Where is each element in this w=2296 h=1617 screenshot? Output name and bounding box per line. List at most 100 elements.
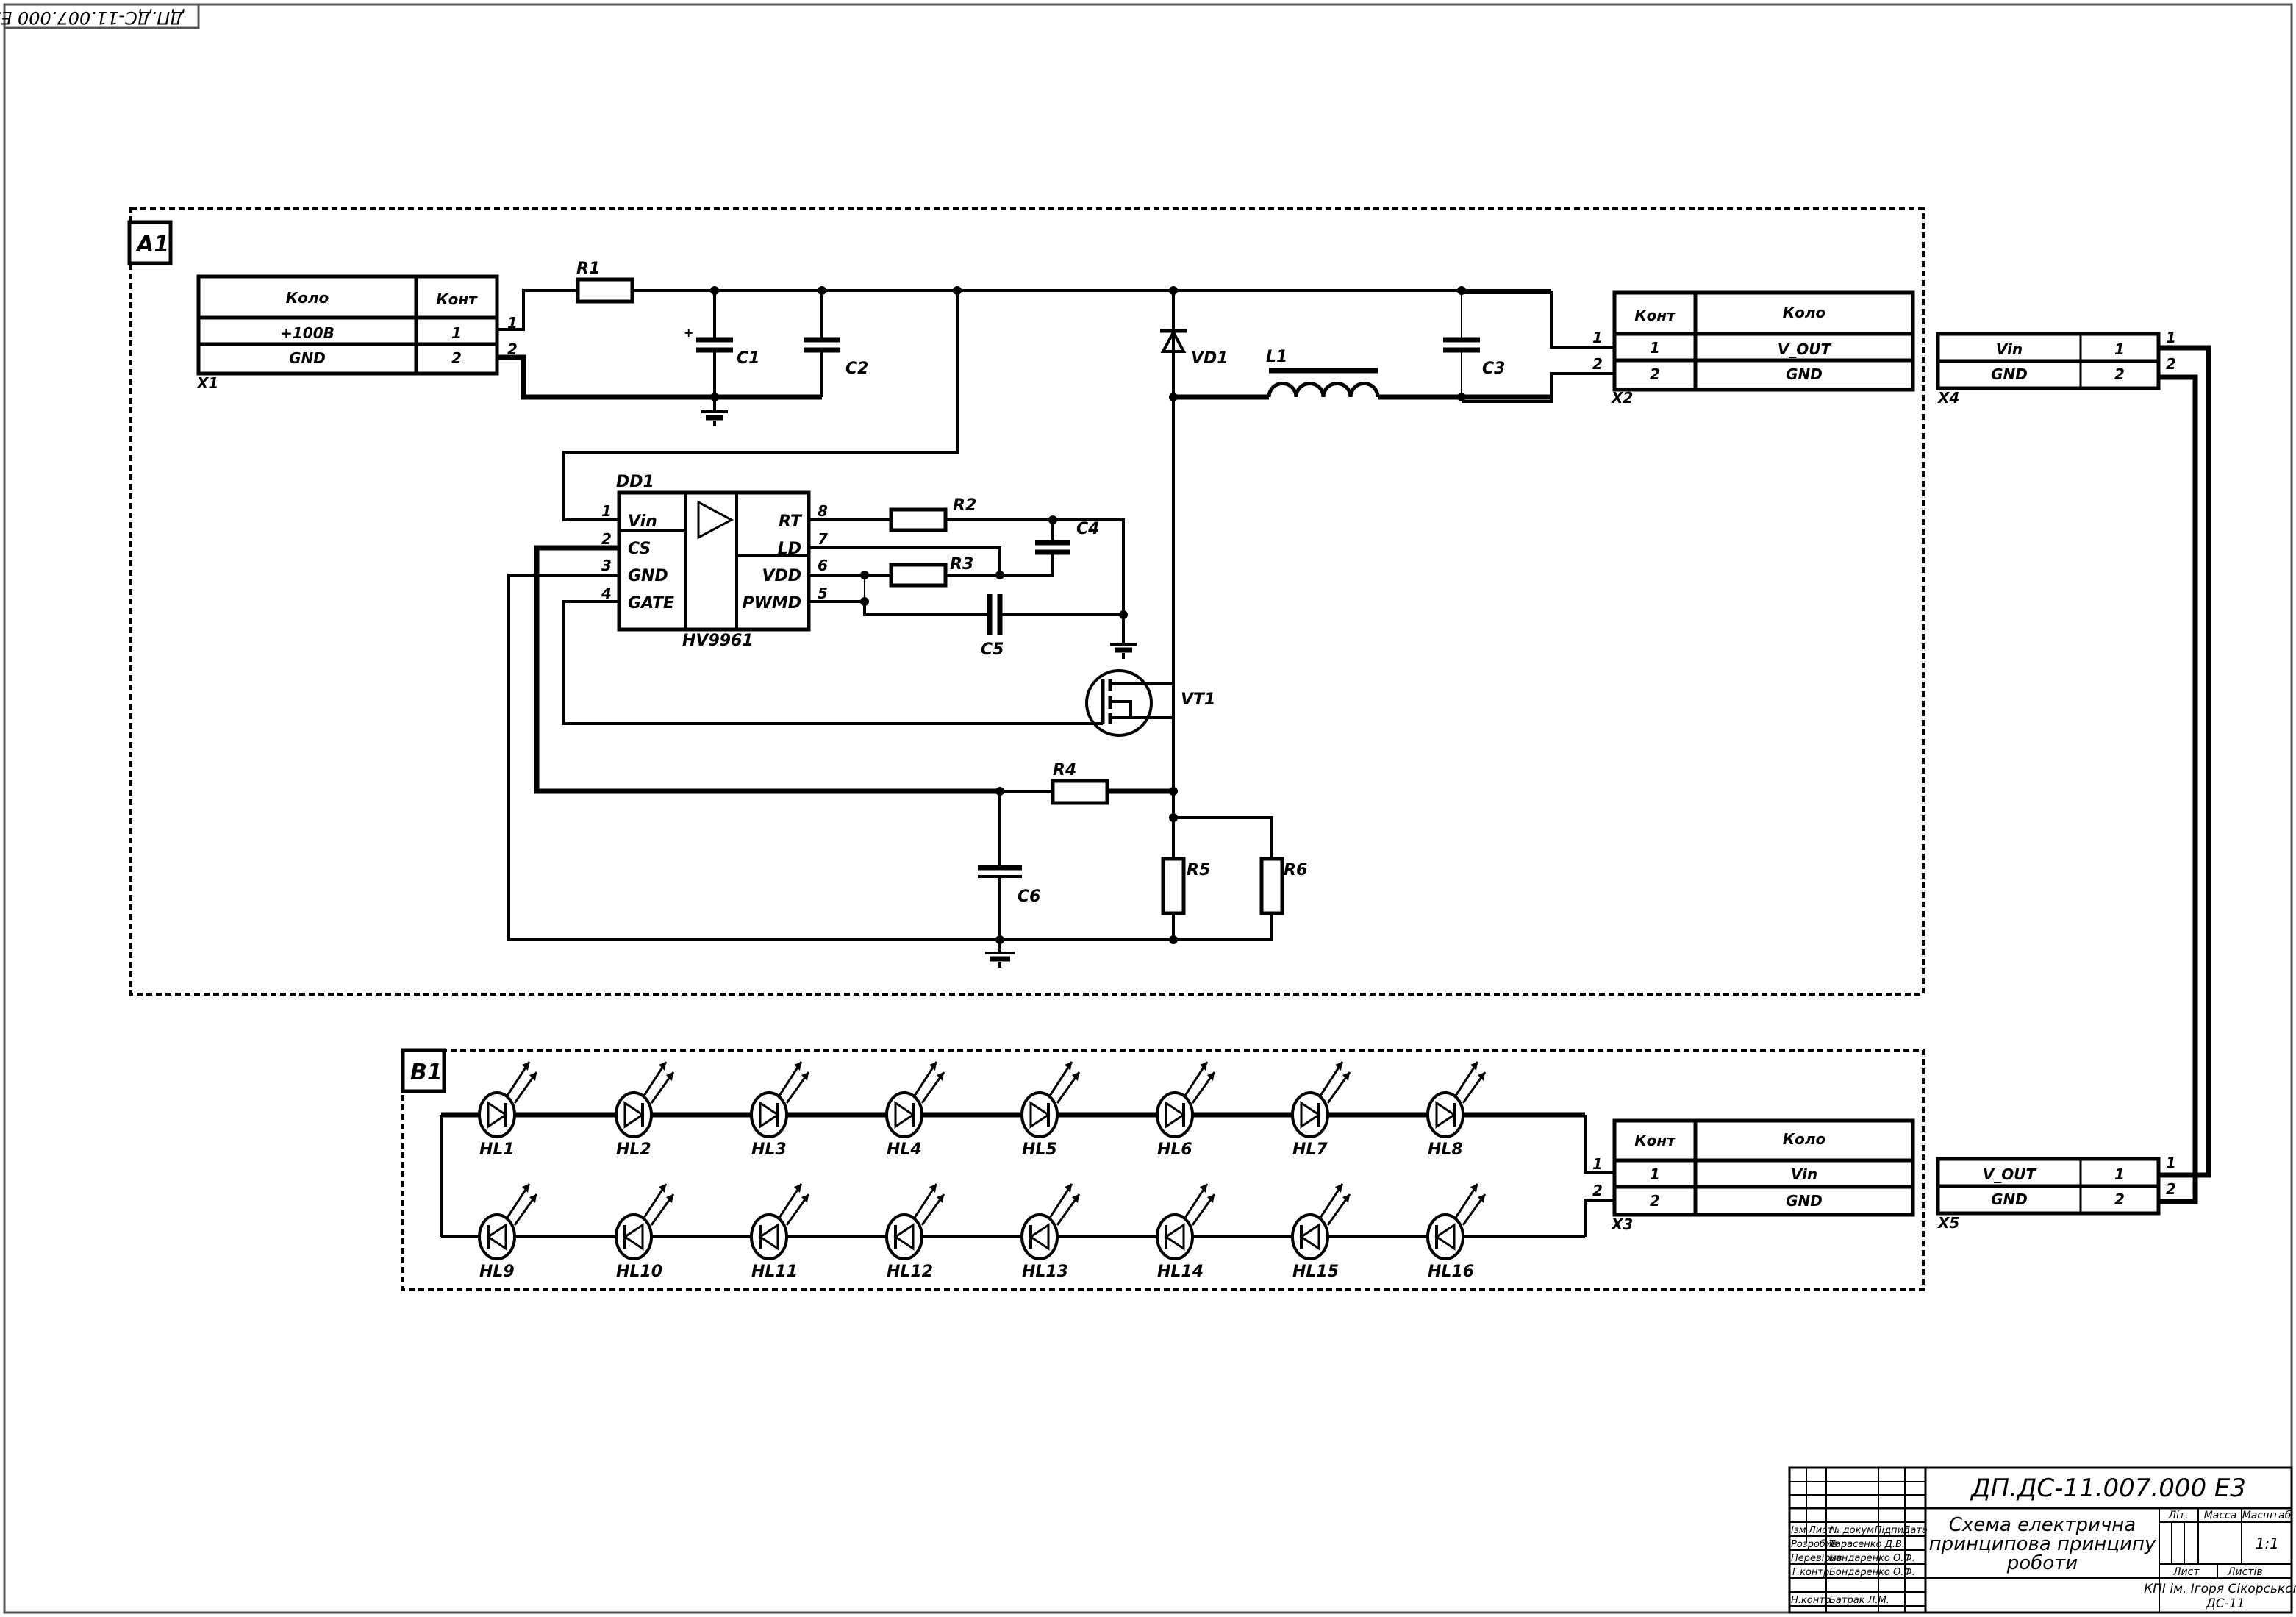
led-label: HL16 <box>1428 1263 1474 1281</box>
x5-row1-contact: 1 <box>2114 1166 2125 1183</box>
block-a1-label: A1 <box>135 232 169 257</box>
led-label: HL1 <box>479 1141 515 1159</box>
capacitor-c4 <box>1000 520 1070 577</box>
x5-row2-circuit: GND <box>1991 1191 2028 1208</box>
led-hl14: HL14 <box>1156 1183 1216 1281</box>
led-label: HL11 <box>751 1263 798 1281</box>
junction-dot <box>1457 393 1466 401</box>
name-developer: Тарасенко Д.В. <box>1829 1539 1905 1550</box>
x5-pin1: 1 <box>2166 1154 2176 1171</box>
led-hl4: HL4 <box>885 1061 945 1159</box>
capacitor-c2 <box>804 290 840 397</box>
led-label: HL9 <box>479 1263 515 1281</box>
x4-pin1: 1 <box>2166 329 2176 346</box>
led-hl2: HL2 <box>615 1061 675 1159</box>
x4-row2-contact: 2 <box>2114 365 2125 383</box>
connector-x3: Конт Коло 1 Vin 2 GND X3 1 2 <box>1592 1118 1915 1233</box>
col-header-signature: Підпис <box>1875 1525 1909 1536</box>
ic-pin-name-vdd: VDD <box>762 567 801 585</box>
x2-header-circuit: Коло <box>1783 304 1826 321</box>
led-hl12: HL12 <box>885 1183 945 1281</box>
capacitor-c1 <box>696 290 733 397</box>
wire-x4-x5-pin2 <box>2159 374 2198 1204</box>
x4-row1-circuit: Vin <box>1996 340 2023 358</box>
lit-label: Літ. <box>2167 1510 2188 1521</box>
role-tech-control: Т.контр. <box>1791 1567 1832 1578</box>
block-b1-label: B1 <box>410 1060 443 1085</box>
title-line-3: роботи <box>2006 1552 2078 1574</box>
x1-row2-circuit: GND <box>289 349 326 367</box>
block-a1-frame <box>129 207 1925 996</box>
c3-label: C3 <box>1482 360 1505 378</box>
x3-row1-contact: 1 <box>1650 1166 1660 1183</box>
x1-designator: X1 <box>196 374 218 392</box>
x3-row2-contact: 2 <box>1650 1192 1660 1210</box>
ic-pin-name-gnd: GND <box>628 567 668 585</box>
junction-dot <box>1169 935 1178 944</box>
ground-symbol-2 <box>1110 643 1137 659</box>
led-hl8: HL8 <box>1426 1061 1487 1159</box>
x1-header-circuit: Коло <box>286 289 329 307</box>
c6-label: C6 <box>1018 888 1040 906</box>
wire-c5-left <box>863 602 988 616</box>
led-label: HL10 <box>616 1263 662 1281</box>
ic-pin-num-7: 7 <box>818 530 828 548</box>
x3-row1-circuit: Vin <box>1791 1166 1817 1183</box>
led-label: HL14 <box>1157 1263 1204 1281</box>
led-hl13: HL13 <box>1020 1183 1081 1281</box>
x5-row1-circuit: V_OUT <box>1983 1166 2037 1183</box>
led-hl6: HL6 <box>1156 1061 1216 1159</box>
x3-pin1: 1 <box>1592 1155 1603 1173</box>
name-checker: Бондаренко О.Ф. <box>1829 1553 1915 1564</box>
title-line-2: принципова принципу <box>1929 1533 2156 1555</box>
col-header-sheet: Лист <box>1808 1525 1833 1536</box>
x1-row1-contact: 1 <box>451 324 462 342</box>
ic-pin-num-6: 6 <box>818 557 828 574</box>
org-line-2: ДС-11 <box>2206 1596 2245 1611</box>
wire-vin-ic <box>562 290 959 521</box>
wire-ld <box>809 546 1001 575</box>
x3-header-circuit: Коло <box>1783 1130 1826 1148</box>
l1-label: L1 <box>1266 348 1287 366</box>
led-hl16: HL16 <box>1426 1183 1487 1281</box>
r2-label: R2 <box>953 496 976 515</box>
x1-pin1: 1 <box>507 314 518 332</box>
ic-part-number: HV9961 <box>682 632 754 650</box>
ic-pin-name-pwmd: PWMD <box>742 594 801 613</box>
x5-pin2: 2 <box>2166 1180 2176 1198</box>
ic-pin-num-1: 1 <box>601 502 612 520</box>
role-norm-control: Н.контр. <box>1791 1595 1834 1606</box>
led-label: HL12 <box>887 1263 933 1281</box>
ic-pin-num-8: 8 <box>818 502 828 520</box>
wire-led-x3-pin1 <box>1584 1115 1614 1174</box>
title-block: ДП.ДС-11.007.000 Е3 Схема електрична при… <box>1788 1466 2296 1614</box>
title-line-1: Схема електрична <box>1949 1514 2136 1536</box>
capacitor-c5 <box>987 594 1003 635</box>
led-label: HL4 <box>887 1141 922 1159</box>
x2-designator: X2 <box>1610 389 1633 407</box>
x2-pin2: 2 <box>1592 355 1603 373</box>
mosfet-vt1 <box>1085 290 1175 791</box>
ic-pin-name-vin: Vin <box>628 513 657 531</box>
vd1-label: VD1 <box>1191 349 1229 368</box>
led-hl3: HL3 <box>750 1061 810 1159</box>
junction-dot <box>818 286 826 295</box>
x2-row1-contact: 1 <box>1650 339 1660 357</box>
wire-cs <box>534 545 1000 794</box>
c4-label: C4 <box>1076 520 1099 538</box>
led-hl5: HL5 <box>1020 1061 1081 1159</box>
title-block-code: ДП.ДС-11.007.000 Е3 <box>1970 1474 2246 1503</box>
r6-label: R6 <box>1284 861 1307 879</box>
led-label: HL8 <box>1428 1141 1463 1159</box>
x3-header-contact: Конт <box>1634 1132 1676 1149</box>
led-label: HL2 <box>616 1141 651 1159</box>
x4-row2-circuit: GND <box>1991 365 2028 383</box>
led-label: HL5 <box>1022 1141 1057 1159</box>
ic-pin-num-5: 5 <box>818 585 828 602</box>
x5-designator: X5 <box>1936 1214 1959 1232</box>
led-hl10: HL10 <box>615 1183 675 1281</box>
x2-pin1: 1 <box>1592 329 1603 346</box>
junction-dot <box>710 286 719 295</box>
capacitor-c3 <box>1443 290 1480 397</box>
